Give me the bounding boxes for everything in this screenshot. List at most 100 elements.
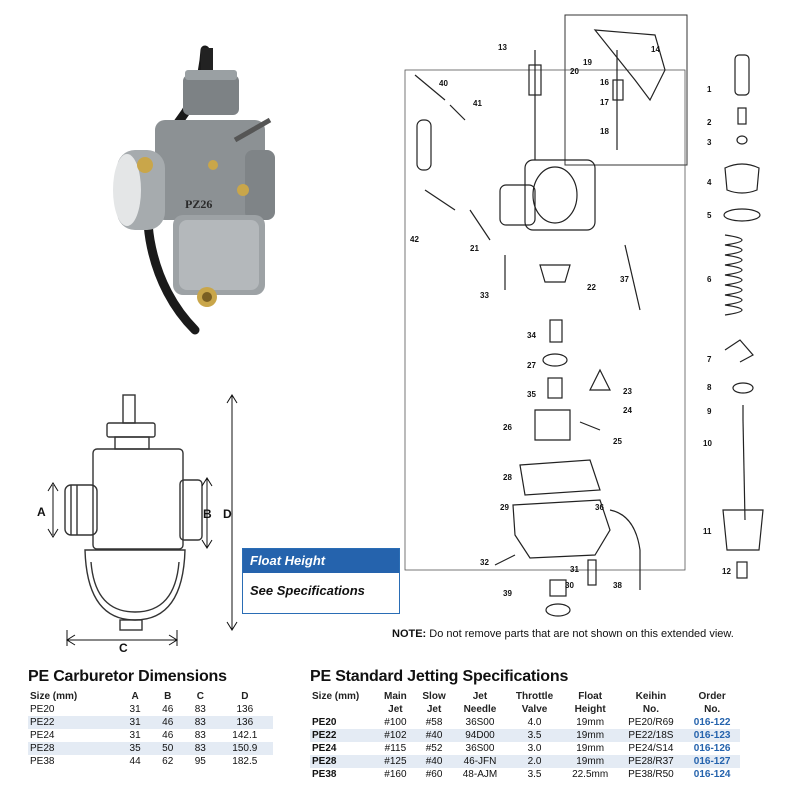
callout-8: 8 [707, 383, 712, 392]
table-cell: 46-JFN [453, 755, 507, 768]
callout-20: 20 [570, 67, 579, 76]
callout-4: 4 [707, 178, 712, 187]
callout-18: 18 [600, 127, 609, 136]
table-cell: #115 [384, 743, 407, 754]
table-cell: 150.9 [216, 742, 273, 755]
callout-1: 1 [707, 85, 712, 94]
table-row: PE20 #100 #58 36S00 4.0 19mm PE20/R69 01… [310, 716, 740, 729]
table-cell: 35 [118, 742, 152, 755]
table-cell: 83 [194, 704, 206, 715]
table-cell: 83 [184, 716, 217, 729]
order-number: 016-122 [693, 717, 731, 728]
col-header: Order [698, 691, 726, 702]
table-cell: 19mm [562, 729, 618, 742]
callout-38: 38 [613, 581, 622, 590]
float-height-title: Float Height [243, 549, 399, 573]
table-cell: 48-AJM [462, 769, 498, 780]
callout-26: 26 [503, 423, 512, 432]
table-cell: PE24 [312, 743, 337, 754]
table-cell: 19mm [576, 717, 605, 728]
exploded-parts-diagram: 1 2 3 4 5 6 7 8 9 10 11 12 13 14 16 17 1… [395, 10, 795, 620]
callout-35: 35 [527, 390, 536, 399]
col-header: No. [642, 704, 659, 715]
callout-34: 34 [527, 331, 536, 340]
callout-29: 29 [500, 503, 509, 512]
table-cell: 31 [118, 716, 152, 729]
table-row: PE22 31 46 83 136 [28, 716, 273, 729]
col-header: D [241, 691, 249, 702]
callout-31: 31 [570, 565, 579, 574]
table-cell: PE24 [30, 730, 55, 741]
table-row: PE20 31 46 83 136 [28, 703, 273, 716]
table-cell: #52 [425, 743, 443, 754]
table-row: PE38 44 62 95 182.5 [28, 755, 273, 768]
order-number: 016-127 [684, 755, 740, 768]
table-cell: #58 [425, 717, 443, 728]
callout-11: 11 [703, 527, 712, 536]
table-row: PE38 #160 #60 48-AJM 3.5 22.5mm PE38/R50… [310, 768, 740, 781]
table-cell: PE28 [28, 742, 119, 755]
callout-25: 25 [613, 437, 622, 446]
col-header: Size (mm) [30, 691, 78, 702]
col-header: No. [704, 704, 721, 715]
table-cell: 19mm [576, 743, 605, 754]
callout-17: 17 [600, 98, 609, 107]
table-cell: 31 [129, 704, 141, 715]
table-cell: 22.5mm [572, 769, 609, 780]
callout-12: 12 [722, 567, 731, 576]
float-height-body: See Specifications [250, 583, 365, 598]
dim-label-c: C [119, 641, 128, 655]
dim-label-b: B [203, 507, 212, 521]
col-header: Float [578, 691, 603, 702]
dimensions-title: PE Carburetor Dimensions [28, 668, 227, 685]
table-cell: PE22/18S [617, 729, 685, 742]
jetting-title: PE Standard Jetting Specifications [310, 668, 569, 685]
table-cell: 3.5 [506, 729, 563, 742]
table-cell: 2.0 [506, 755, 563, 768]
callout-14: 14 [651, 45, 660, 54]
carb-model-label: PZ26 [185, 197, 212, 211]
callout-22: 22 [587, 283, 596, 292]
callout-3: 3 [707, 138, 712, 147]
callout-19: 19 [583, 58, 592, 67]
dimensions-header-row: Size (mm) A B C D [28, 690, 273, 703]
col-header: C [196, 691, 204, 702]
table-cell: 3.5 [527, 769, 542, 780]
table-cell: 95 [194, 756, 206, 767]
table-cell: 36S00 [465, 743, 495, 754]
table-cell: PE38/R50 [628, 769, 674, 780]
carburetor-photo: PZ26 [95, 40, 295, 340]
table-cell: PE38 [312, 769, 337, 780]
callout-2: 2 [707, 118, 712, 127]
jetting-header-row-2: Jet Jet Needle Valve Height No. No. [310, 703, 740, 716]
callout-42: 42 [410, 235, 419, 244]
callout-32: 32 [480, 558, 489, 567]
float-height-panel: Float Height See Specifications [242, 548, 400, 614]
table-cell: 182.5 [232, 756, 258, 767]
table-cell: PE22 [310, 729, 377, 742]
col-header: A [131, 691, 139, 702]
callout-7: 7 [707, 355, 712, 364]
col-header: Slow [422, 691, 446, 702]
dimensions-section: PE Carburetor Dimensions Size (mm) A B C… [28, 668, 273, 768]
table-cell: PE20/R69 [628, 717, 674, 728]
exploded-view-svg: 1 2 3 4 5 6 7 8 9 10 11 12 13 14 16 17 1… [404, 14, 764, 617]
order-number: 016-123 [684, 729, 740, 742]
col-header: Jet [388, 704, 403, 715]
callout-21: 21 [470, 244, 479, 253]
table-row: PE28 35 50 83 150.9 [28, 742, 273, 755]
table-cell: PE28 [310, 755, 377, 768]
table-cell: 31 [129, 730, 141, 741]
callout-16: 16 [600, 78, 609, 87]
col-header: Keihin [635, 691, 667, 702]
note-label: NOTE: [392, 628, 427, 640]
table-cell: 46 [162, 730, 174, 741]
table-cell: PE38 [30, 756, 55, 767]
table-cell: 4.0 [527, 717, 542, 728]
table-cell: 94D00 [453, 729, 507, 742]
callout-27: 27 [527, 361, 536, 370]
callout-24: 24 [623, 406, 632, 415]
table-row: PE28 #125 #40 46-JFN 2.0 19mm PE28/R37 0… [310, 755, 740, 768]
callout-13: 13 [498, 43, 507, 52]
dim-label-a: A [37, 505, 46, 519]
